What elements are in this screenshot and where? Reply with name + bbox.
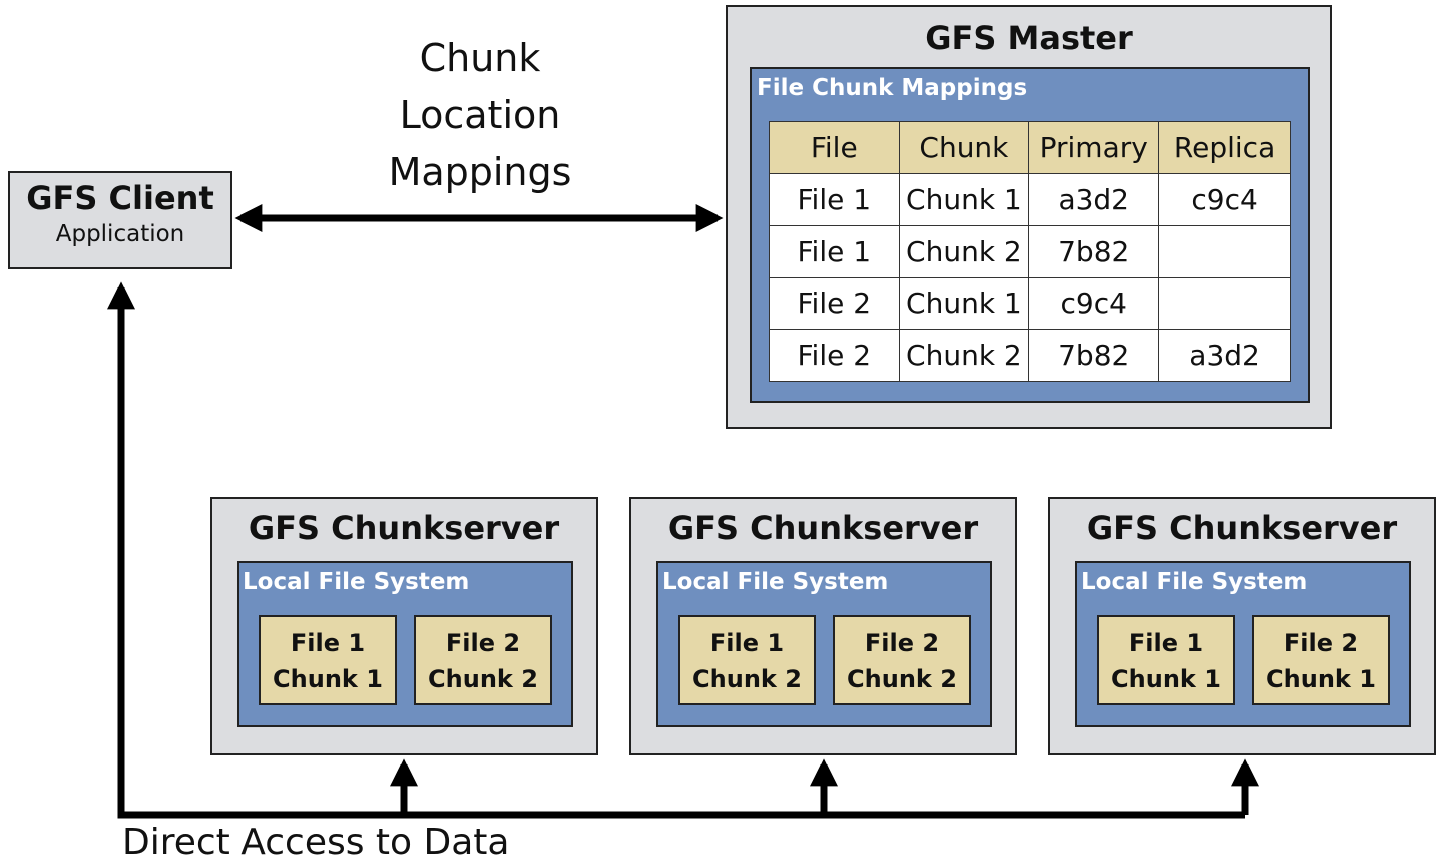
chunk-id-label: Chunk 2 [692, 665, 802, 693]
cell-chunk: Chunk 1 [898, 173, 1030, 226]
chunkserver-title: GFS Chunkserver [248, 509, 560, 547]
chunk-file-label: File 1 [1128, 629, 1204, 657]
table-row: File 1 Chunk 2 7b82 [769, 225, 1291, 278]
chunk-file-label: File 2 [445, 629, 521, 657]
chunk-id-label: Chunk 2 [847, 665, 957, 693]
chunk-id-label: Chunk 1 [273, 665, 383, 693]
table-row: File 1 Chunk 1 a3d2 c9c4 [769, 173, 1291, 226]
gfs-client-box: GFS Client Application [8, 171, 232, 269]
table-row: File 2 Chunk 2 7b82 a3d2 [769, 329, 1291, 382]
direct-access-label: Direct Access to Data [122, 822, 510, 863]
file-chunk-mappings-panel: File Chunk Mappings File Chunk Primary R… [750, 67, 1310, 403]
local-file-system-panel: Local File System File 1 Chunk 2 File 2 … [656, 561, 992, 727]
chunk-mapping-table: File Chunk Primary Replica File 1 Chunk … [769, 121, 1291, 382]
cell-chunk: Chunk 2 [898, 329, 1030, 382]
client-title: GFS Client [26, 179, 214, 217]
cell-chunk: Chunk 2 [898, 225, 1030, 278]
cell-file: File 1 [769, 173, 900, 226]
direct-access-bus [107, 281, 1245, 819]
local-file-system-label: Local File System [1081, 569, 1308, 595]
local-file-system-label: Local File System [662, 569, 889, 595]
chunk-block: File 2 Chunk 2 [414, 615, 552, 705]
chunk-file-label: File 1 [290, 629, 366, 657]
chunkserver-title: GFS Chunkserver [667, 509, 979, 547]
chunk-block: File 2 Chunk 1 [1252, 615, 1390, 705]
header-replica: Replica [1158, 121, 1291, 174]
cell-file: File 2 [769, 277, 900, 330]
file-chunk-mappings-label: File Chunk Mappings [757, 75, 1028, 101]
chunk-file-label: File 2 [1283, 629, 1359, 657]
cell-chunk: Chunk 1 [898, 277, 1030, 330]
chunkserver-2-box: GFS Chunkserver Local File System File 1… [629, 497, 1017, 755]
chunk-file-label: File 1 [709, 629, 785, 657]
cell-replica: a3d2 [1158, 329, 1291, 382]
cell-replica [1158, 225, 1291, 278]
chunk-block: File 1 Chunk 1 [1097, 615, 1235, 705]
cell-file: File 2 [769, 329, 900, 382]
chunk-block: File 1 Chunk 1 [259, 615, 397, 705]
chunk-block: File 1 Chunk 2 [678, 615, 816, 705]
cell-replica: c9c4 [1158, 173, 1291, 226]
client-subtitle: Application [55, 221, 185, 247]
cell-primary: a3d2 [1028, 173, 1160, 226]
table-row: File 2 Chunk 1 c9c4 [769, 277, 1291, 330]
header-chunk: Chunk [898, 121, 1030, 174]
chunkserver-title: GFS Chunkserver [1086, 509, 1398, 547]
mapping-label-line-3: Mappings [388, 150, 572, 194]
cell-replica [1158, 277, 1291, 330]
cell-primary: c9c4 [1028, 277, 1160, 330]
chunkserver-1-box: GFS Chunkserver Local File System File 1… [210, 497, 598, 755]
local-file-system-panel: Local File System File 1 Chunk 1 File 2 … [1075, 561, 1411, 727]
mapping-label-line-1: Chunk [419, 36, 541, 80]
chunk-file-label: File 2 [864, 629, 940, 657]
local-file-system-panel: Local File System File 1 Chunk 1 File 2 … [237, 561, 573, 727]
chunk-location-mappings-label: Chunk Location Mappings [372, 30, 588, 201]
header-primary: Primary [1028, 121, 1160, 174]
gfs-master-box: GFS Master File Chunk Mappings File Chun… [726, 5, 1332, 429]
mapping-label-line-2: Location [399, 93, 561, 137]
chunk-id-label: Chunk 1 [1111, 665, 1221, 693]
chunk-id-label: Chunk 2 [428, 665, 538, 693]
header-file: File [769, 121, 900, 174]
table-header-row: File Chunk Primary Replica [769, 121, 1291, 174]
chunk-block: File 2 Chunk 2 [833, 615, 971, 705]
cell-primary: 7b82 [1028, 329, 1160, 382]
chunk-id-label: Chunk 1 [1266, 665, 1376, 693]
cell-file: File 1 [769, 225, 900, 278]
chunkserver-3-box: GFS Chunkserver Local File System File 1… [1048, 497, 1436, 755]
cell-primary: 7b82 [1028, 225, 1160, 278]
master-title: GFS Master [925, 19, 1133, 57]
local-file-system-label: Local File System [243, 569, 470, 595]
